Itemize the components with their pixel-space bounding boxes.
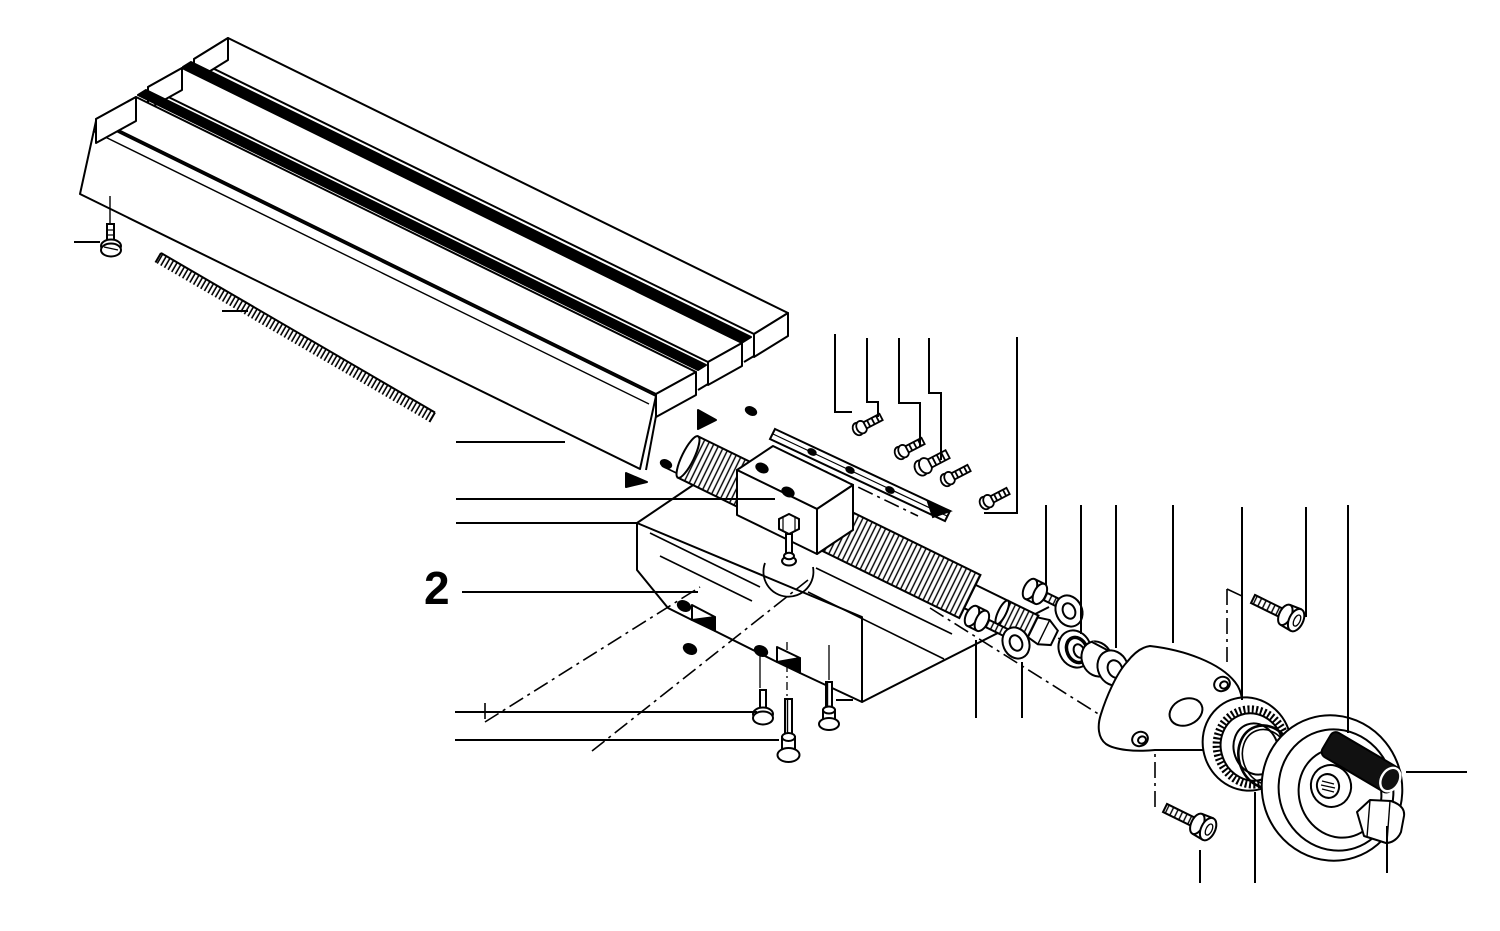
socket-screw-with-washer-upper <box>1020 576 1088 630</box>
leadscrew-nut-block <box>737 446 853 554</box>
measuring-scale-strip <box>155 253 435 422</box>
nut-clamp-screw <box>779 514 799 559</box>
table-fixing-screw <box>74 196 121 257</box>
handwheel-handle <box>1319 730 1405 796</box>
t-slot-table <box>80 38 788 487</box>
gib-adjusting-screws <box>851 411 1012 511</box>
item-number-label: 2 <box>424 562 450 614</box>
bracket-socket-screw-upper <box>1248 588 1308 634</box>
leader-lines <box>455 334 1467 883</box>
bracket-socket-screw-lower <box>1160 797 1220 843</box>
cap-nut <box>1357 800 1404 843</box>
gib-strip <box>770 429 950 521</box>
socket-screw-with-washer-lower <box>962 603 1035 662</box>
saddle-base-screws <box>753 642 839 762</box>
